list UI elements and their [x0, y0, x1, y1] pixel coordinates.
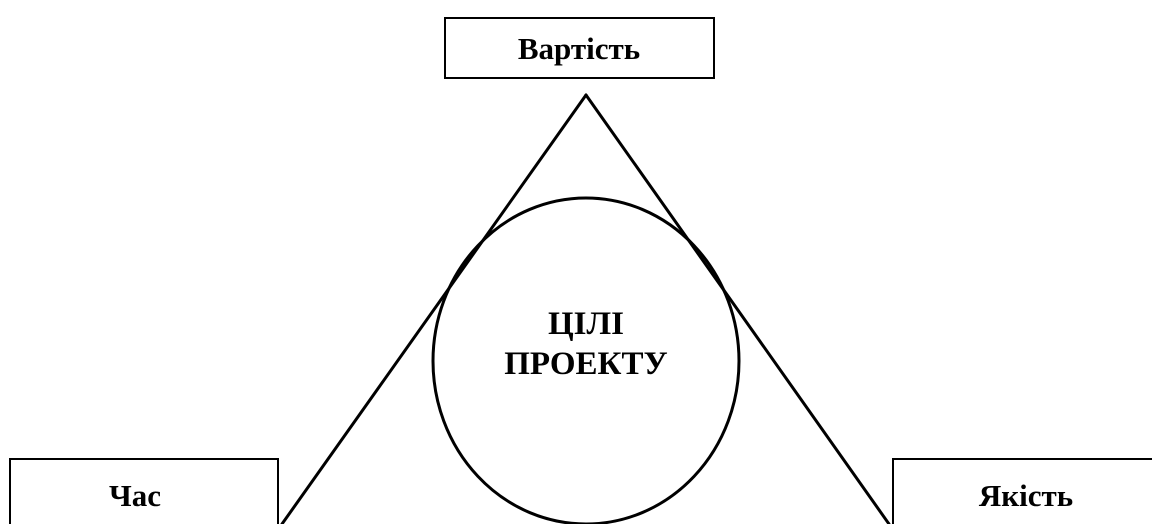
cost-box-frame: [444, 17, 715, 79]
time-label: Час: [109, 478, 161, 513]
center-label-line1: ЦІЛІ: [548, 306, 624, 342]
triangle-left-side: [280, 93, 588, 524]
triangle-right-side: [584, 93, 891, 524]
project-goals-circle: [431, 196, 741, 524]
center-label-line2: ПРОЕКТУ: [504, 346, 667, 382]
time-box-frame: [9, 458, 279, 524]
quality-box-frame: [892, 458, 1152, 524]
cost-label: Вартість: [518, 31, 640, 66]
quality-box: Якість: [892, 458, 1152, 524]
cost-box: Вартість: [444, 17, 715, 79]
quality-label: Якість: [979, 478, 1073, 513]
time-box: Час: [9, 458, 279, 524]
